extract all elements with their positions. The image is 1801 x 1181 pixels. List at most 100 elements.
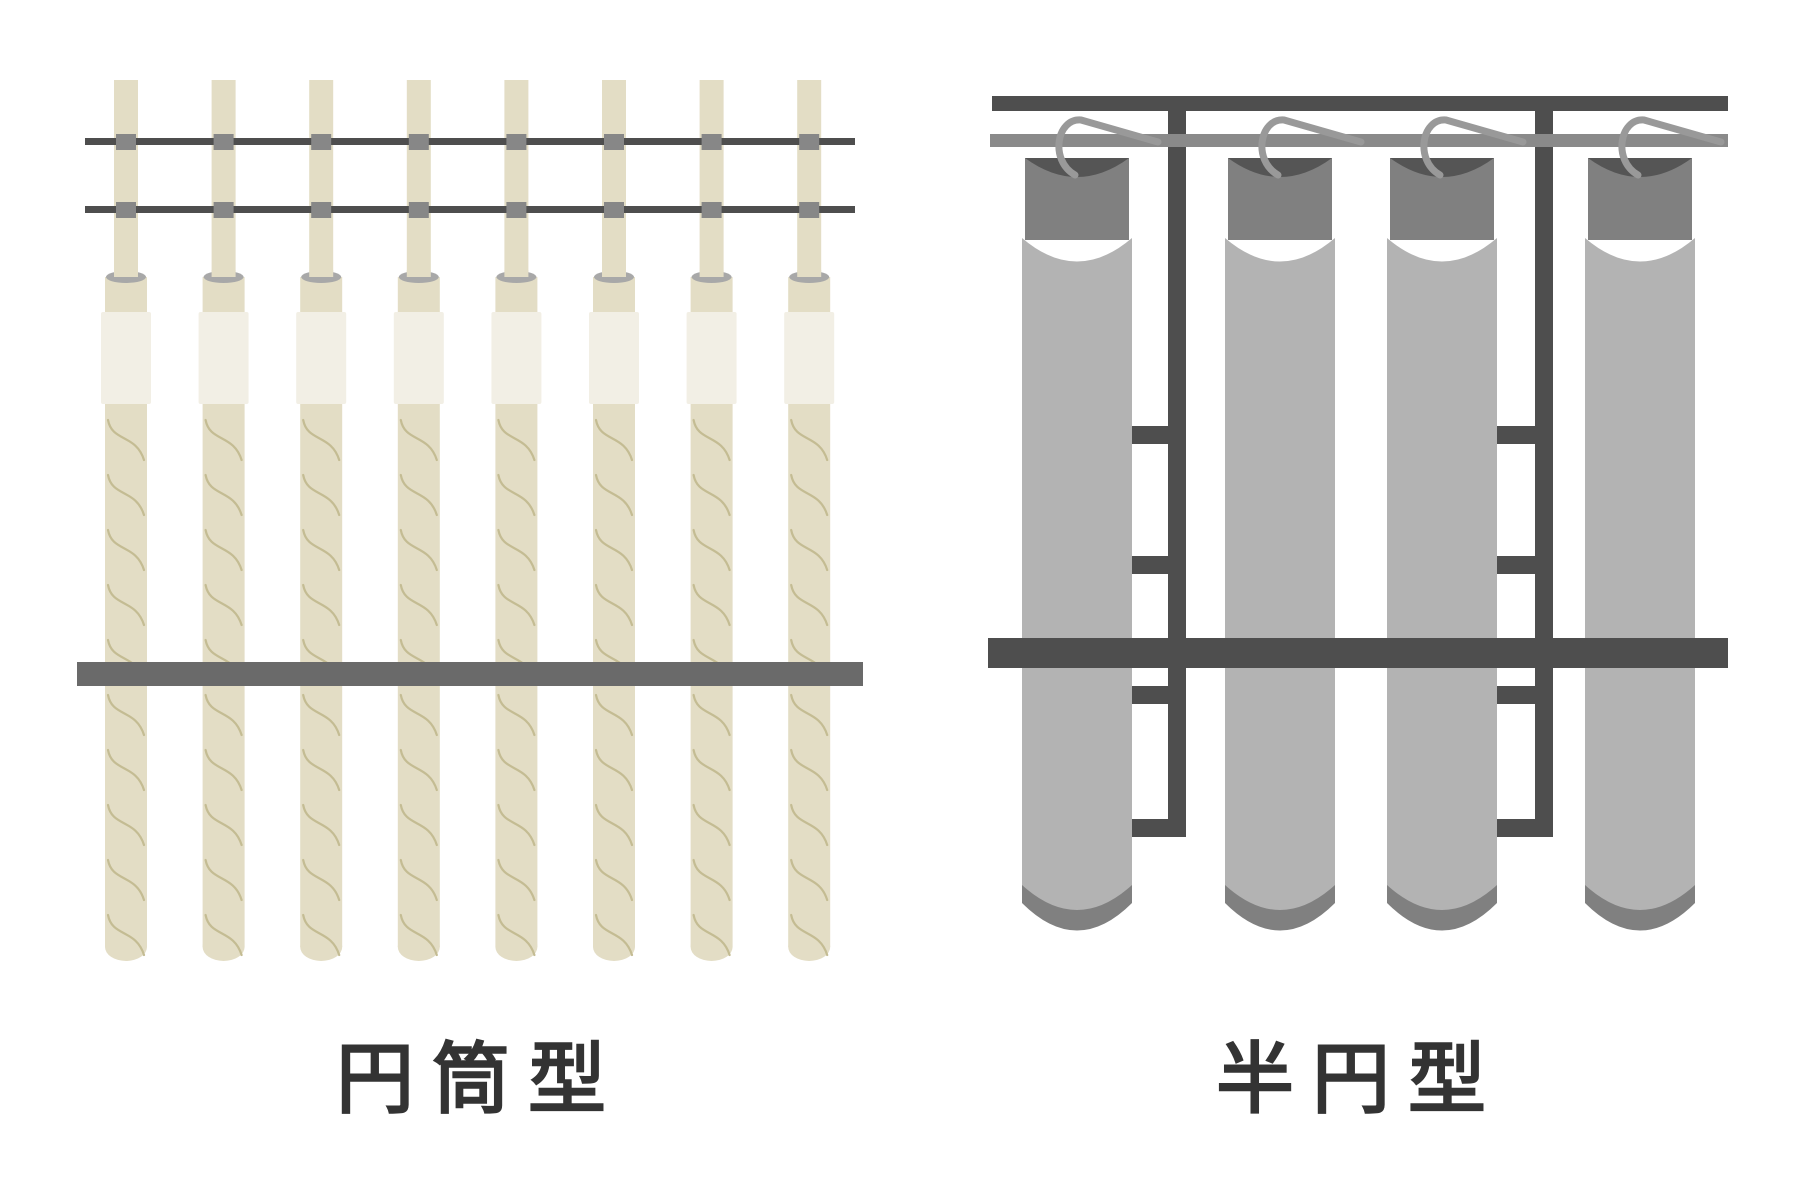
twist-groove <box>302 418 341 957</box>
frame-post-1 <box>1168 105 1186 837</box>
rod-sleeve <box>784 312 835 404</box>
twist-groove <box>399 418 438 957</box>
twist-groove <box>594 418 634 957</box>
clamp <box>701 202 722 218</box>
hook <box>1258 116 1365 179</box>
support-bar <box>988 638 1728 668</box>
heater-rod-2 <box>198 270 249 961</box>
twist-groove <box>692 418 731 957</box>
rod-tip <box>495 933 538 961</box>
clamp <box>116 202 136 218</box>
rod-neck <box>699 270 724 277</box>
rod-sleeve <box>198 312 249 404</box>
heater-rod-4 <box>393 270 444 961</box>
clamp <box>213 134 234 150</box>
clamp <box>604 134 624 150</box>
clamp <box>701 134 722 150</box>
clamp <box>408 134 429 150</box>
frame-rung <box>1127 819 1172 837</box>
heater-rod-8 <box>784 270 835 961</box>
clamp <box>311 134 332 150</box>
clamp <box>408 202 429 218</box>
upper-wire <box>85 138 855 145</box>
thin-rod-5 <box>504 80 529 280</box>
clamp <box>506 202 527 218</box>
frame-post-2 <box>1535 105 1553 837</box>
rod-neck <box>602 270 626 277</box>
frame-rung <box>1494 556 1539 574</box>
support-bar <box>77 662 863 686</box>
element-body <box>1585 238 1695 910</box>
rod-tip <box>593 933 635 961</box>
rod-neck <box>797 270 822 277</box>
rod-neck <box>504 270 529 277</box>
lower-wire <box>85 206 855 213</box>
element-top-rim <box>1025 158 1129 177</box>
heater-rod-5 <box>491 270 542 961</box>
thin-rod-6 <box>602 80 626 280</box>
heater-element-4 <box>1585 158 1695 931</box>
frame-rung <box>1127 426 1172 444</box>
heater-rod-7 <box>686 270 737 961</box>
rod-neck <box>114 270 138 277</box>
rod-tip <box>300 933 343 961</box>
element-top <box>1025 158 1129 240</box>
hook <box>1055 116 1162 179</box>
element-body <box>1387 238 1497 910</box>
thin-rod-4 <box>406 80 431 280</box>
rod-neck <box>406 270 431 277</box>
rod-sleeve <box>296 312 347 404</box>
clamp <box>506 134 527 150</box>
thin-rod-7 <box>699 80 724 280</box>
twist-groove <box>204 418 243 957</box>
heater-rod-1 <box>101 270 151 961</box>
clamp <box>799 134 820 150</box>
thin-rod-3 <box>309 80 334 280</box>
element-top <box>1588 158 1692 240</box>
frame-rung <box>1494 426 1539 444</box>
rod-neck <box>211 270 236 277</box>
heater-element-2 <box>1225 158 1335 931</box>
clamp <box>604 202 624 218</box>
twist-groove <box>106 418 146 957</box>
element-top-rim <box>1228 158 1332 177</box>
heater-element-3 <box>1387 158 1497 931</box>
element-top-rim <box>1390 158 1494 177</box>
rod-sleeve <box>101 312 151 404</box>
semicircular-heater-group <box>988 96 1728 931</box>
frame-rung <box>1127 556 1172 574</box>
rod-tip <box>202 933 245 961</box>
element-top <box>1390 158 1494 240</box>
heater-rod-3 <box>296 270 347 961</box>
rod-tip <box>788 933 831 961</box>
rod-tip <box>397 933 440 961</box>
element-body <box>1225 238 1335 910</box>
thin-rod-1 <box>114 80 138 280</box>
rod-sleeve <box>491 312 542 404</box>
rod-sleeve <box>589 312 639 404</box>
clamp <box>799 202 820 218</box>
caption-cylindrical: 円筒型 <box>335 1035 624 1125</box>
rod-sleeve <box>393 312 444 404</box>
heater-rod-6 <box>589 270 639 961</box>
clamp <box>213 202 234 218</box>
rod-sleeve <box>686 312 737 404</box>
frame-rung <box>1127 686 1172 704</box>
hook <box>1618 116 1725 179</box>
thin-rod-2 <box>211 80 236 280</box>
caption-semicircular: 半円型 <box>1215 1035 1504 1125</box>
frame-rung <box>1494 686 1539 704</box>
twist-groove <box>497 418 536 957</box>
rod-tip <box>690 933 733 961</box>
top-frame-bar <box>992 96 1728 111</box>
twist-groove <box>790 418 829 957</box>
thin-rod-8 <box>797 80 822 280</box>
clamp <box>116 134 136 150</box>
rod-neck <box>309 270 334 277</box>
element-top <box>1228 158 1332 240</box>
frame-rung <box>1494 819 1539 837</box>
heater-element-1 <box>1022 158 1132 931</box>
cylindrical-heater-group <box>77 80 863 961</box>
element-body <box>1022 238 1132 910</box>
